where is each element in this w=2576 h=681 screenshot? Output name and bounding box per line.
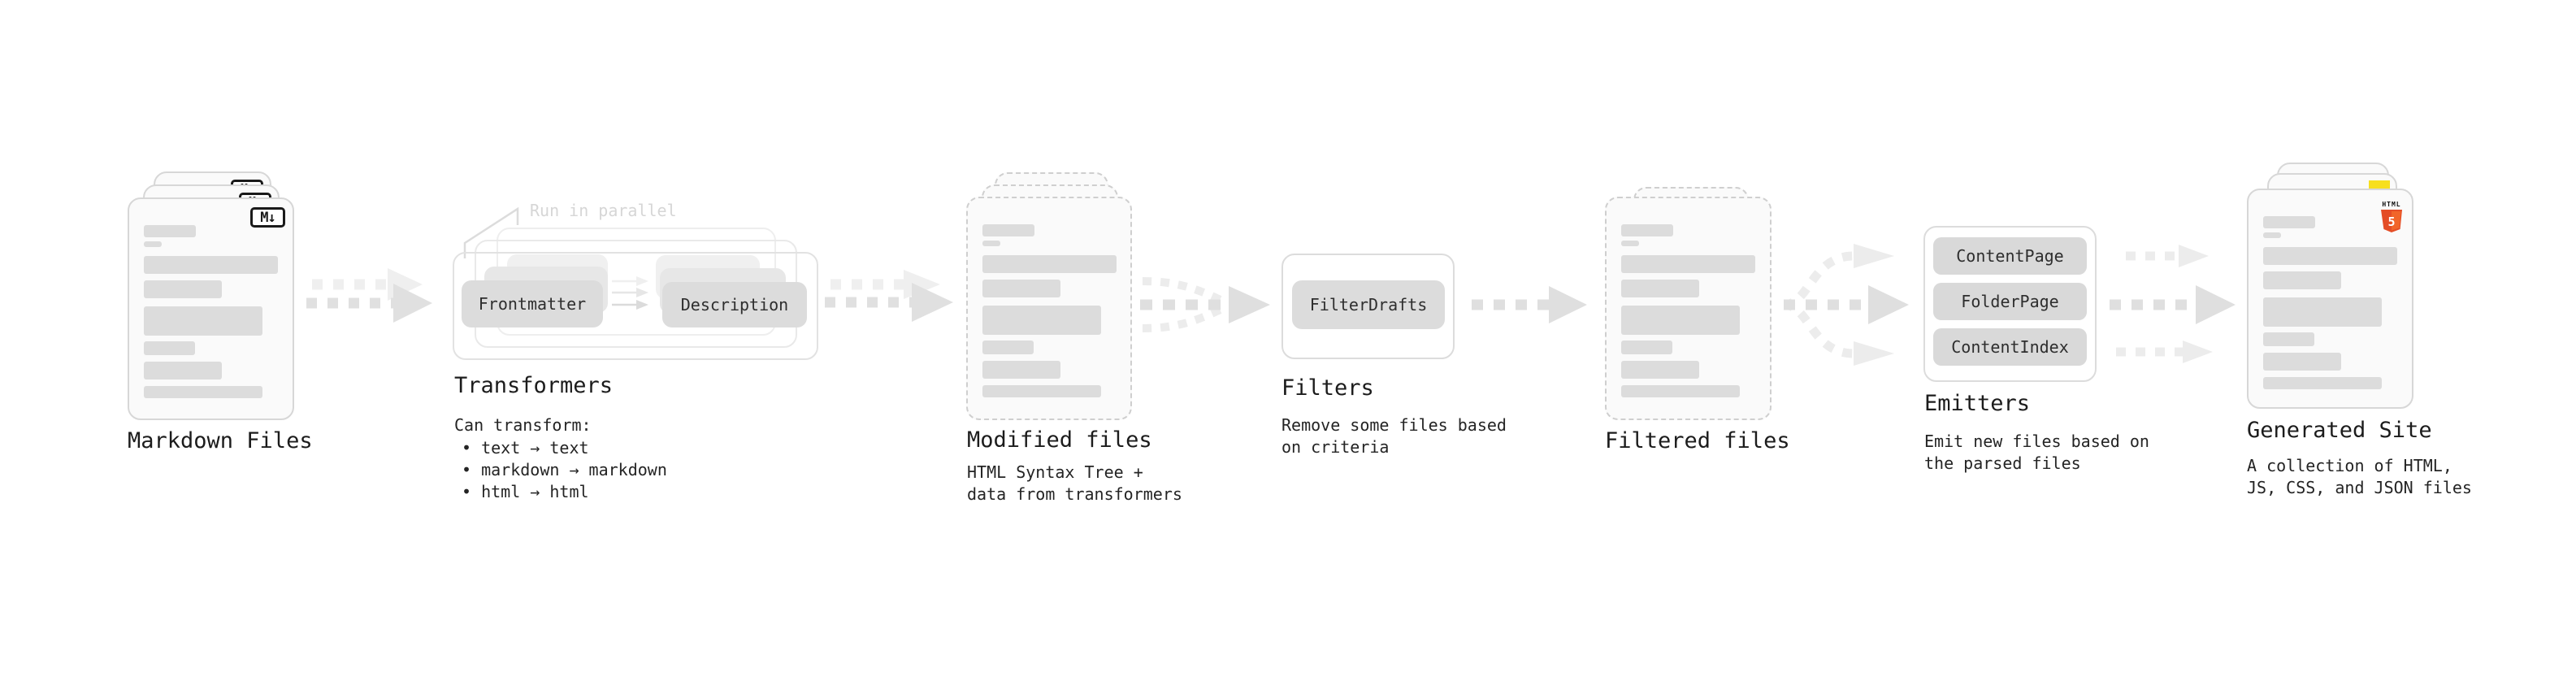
text-line-placeholder: [1621, 306, 1740, 335]
transformers-bullet-list: • text → text • markdown → markdown • ht…: [462, 437, 667, 503]
stage-label-filters: Filters: [1281, 375, 1374, 401]
text-line-placeholder: [2263, 353, 2341, 371]
text-line-placeholder: [1621, 340, 1672, 354]
bullet-item: • markdown → markdown: [462, 460, 667, 479]
text-line-placeholder: [2263, 271, 2341, 289]
stage-label-modified-files: Modified files: [967, 427, 1152, 453]
stage-label-generated-site: Generated Site: [2247, 418, 2432, 443]
text-line-placeholder: [2263, 297, 2382, 327]
text-line-placeholder: [144, 362, 222, 380]
site-file-card-html: HTML 5: [2247, 189, 2413, 409]
stage-caption-modified-files: HTML Syntax Tree + data from transformer…: [967, 462, 1182, 504]
emitter-node-folderpage: FolderPage: [1933, 283, 2087, 320]
markdown-icon: M↓: [250, 207, 285, 228]
text-line-placeholder: [2263, 216, 2315, 228]
markdown-file-card-front: M↓: [128, 197, 294, 420]
stage-caption-transformers: Can transform:: [454, 415, 592, 435]
stage-label-transformers: Transformers: [454, 373, 614, 398]
arrow-modified-to-filters: [1140, 277, 1270, 332]
stage-label-filtered-files: Filtered files: [1605, 428, 1790, 453]
emitter-node-contentindex: ContentIndex: [1933, 328, 2087, 366]
text-line-placeholder: [2263, 232, 2281, 238]
text-line-placeholder: [982, 241, 1000, 246]
stage-label-markdown-files: Markdown Files: [128, 428, 313, 453]
stage-caption-emitters: Emit new files based on the parsed files: [1924, 432, 2149, 473]
text-line-placeholder: [982, 280, 1060, 297]
text-line-placeholder: [1621, 280, 1699, 297]
emitter-node-contentpage: ContentPage: [1933, 237, 2087, 275]
text-line-placeholder: [144, 241, 162, 247]
text-line-placeholder: [1621, 224, 1673, 236]
bullet-item: • text → text: [462, 438, 589, 458]
text-line-placeholder: [1621, 361, 1699, 379]
text-line-placeholder: [982, 255, 1117, 273]
text-line-placeholder: [982, 361, 1060, 379]
text-line-placeholder: [1621, 241, 1639, 246]
text-line-placeholder: [144, 256, 278, 274]
html5-badge-text: HTML: [2382, 201, 2401, 208]
text-line-placeholder: [2263, 332, 2314, 346]
transformer-node-frontmatter: Frontmatter: [462, 280, 603, 327]
transformer-node-description: Description: [662, 282, 807, 327]
arrow-transformers-to-modified: [825, 270, 953, 322]
text-line-placeholder: [144, 386, 262, 398]
text-line-placeholder: [2263, 377, 2382, 389]
text-line-placeholder: [144, 306, 262, 336]
text-line-placeholder: [982, 306, 1101, 335]
transformer-layer-front: [453, 252, 818, 360]
stage-caption-generated-site: A collection of HTML, JS, CSS, and JSON …: [2247, 456, 2472, 497]
html5-badge-number: 5: [2387, 215, 2395, 229]
text-line-placeholder: [144, 280, 222, 298]
arrow-filtered-to-emitters: [1783, 244, 1909, 366]
modified-file-card-front: [966, 197, 1132, 420]
note-connector-line: [463, 206, 519, 258]
note-run-in-parallel: Run in parallel: [530, 201, 677, 220]
text-line-placeholder: [2263, 247, 2397, 265]
stage-caption-filters: Remove some files based on criteria: [1281, 415, 1507, 457]
text-line-placeholder: [982, 385, 1101, 397]
text-line-placeholder: [982, 340, 1034, 354]
filtered-file-card-front: [1605, 197, 1772, 420]
text-line-placeholder: [144, 225, 196, 237]
bullet-item: • html → html: [462, 482, 589, 501]
stage-label-emitters: Emitters: [1924, 391, 2031, 416]
arrow-markdown-to-transformers: [306, 268, 432, 323]
html5-icon: HTML 5: [2379, 194, 2404, 236]
arrow-frontmatter-to-description: [612, 276, 648, 310]
arrow-filters-to-filtered: [1472, 286, 1587, 323]
text-line-placeholder: [982, 224, 1034, 236]
text-line-placeholder: [144, 341, 195, 355]
filter-node-filterdrafts: FilterDrafts: [1292, 280, 1445, 329]
text-line-placeholder: [1621, 385, 1740, 397]
arrow-emitters-to-site: [2110, 245, 2236, 363]
text-line-placeholder: [1621, 255, 1755, 273]
